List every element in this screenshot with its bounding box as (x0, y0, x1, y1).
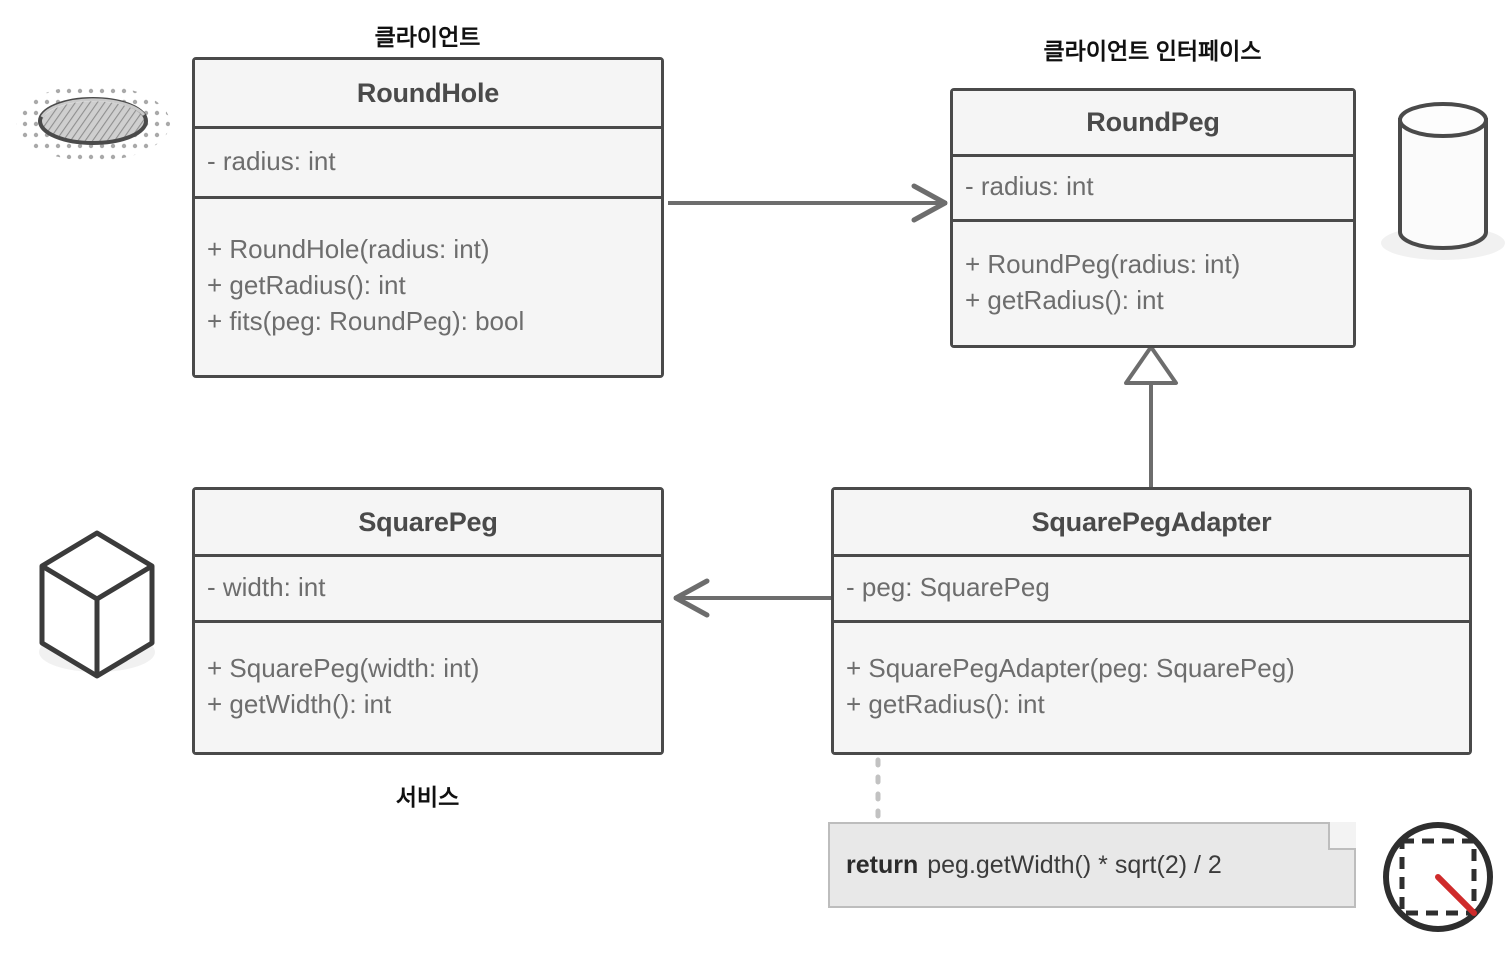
class-fields-squarepegadapter: - peg: SquarePeg (834, 557, 1469, 620)
class-fields-roundpeg: - radius: int (953, 157, 1353, 219)
method-item: + fits(peg: RoundPeg): bool (207, 305, 525, 336)
field-item: - width: int (207, 571, 326, 602)
class-methods-roundhole: + RoundHole(radius: int) + getRadius(): … (195, 199, 661, 375)
method-item: + RoundPeg(radius: int) (965, 248, 1241, 279)
note-keyword: return (846, 850, 919, 879)
method-item: + getWidth(): int (207, 688, 392, 719)
circle-inscribed-square-icon (1383, 822, 1493, 932)
field-item: - peg: SquarePeg (846, 571, 1050, 602)
class-box-squarepeg[interactable]: SquarePeg - width: int + SquarePeg(width… (192, 487, 664, 755)
caption-service: 서비스 (395, 784, 460, 810)
class-title-squarepeg: SquarePeg (195, 490, 661, 554)
edge-roundhole-to-roundpeg (668, 183, 948, 223)
class-methods-squarepegadapter: + SquarePegAdapter(peg: SquarePeg) + get… (834, 623, 1469, 752)
cube-icon (39, 530, 155, 679)
caption-client-interface: 클라이언트 인터페이스 (1043, 38, 1262, 64)
class-title-roundhole: RoundHole (195, 60, 661, 126)
class-box-roundpeg[interactable]: RoundPeg - radius: int + RoundPeg(radius… (950, 88, 1356, 348)
cylinder-icon (1381, 102, 1505, 260)
field-item: - radius: int (207, 145, 336, 176)
method-item: + getRadius(): int (207, 270, 406, 301)
class-title-roundpeg: RoundPeg (953, 91, 1353, 154)
class-fields-squarepeg: - width: int (195, 557, 661, 620)
class-box-squarepegadapter[interactable]: SquarePegAdapter - peg: SquarePeg + Squa… (831, 487, 1472, 755)
caption-client: 클라이언트 (374, 24, 481, 50)
method-item: + getRadius(): int (965, 284, 1164, 315)
note-expression: peg.getWidth() * sqrt(2) / 2 (927, 850, 1222, 879)
method-item: + getRadius(): int (846, 688, 1045, 719)
method-item: + SquarePeg(width: int) (207, 652, 480, 683)
method-item: + SquarePegAdapter(peg: SquarePeg) (846, 652, 1295, 683)
field-item: - radius: int (965, 171, 1094, 202)
note-fold-corner-icon (1328, 822, 1356, 850)
class-methods-squarepeg: + SquarePeg(width: int) + getWidth(): in… (195, 623, 661, 752)
class-box-roundhole[interactable]: RoundHole - radius: int + RoundHole(radi… (192, 57, 664, 378)
note-box[interactable]: return peg.getWidth() * sqrt(2) / 2 (828, 822, 1356, 908)
class-title-squarepegadapter: SquarePegAdapter (834, 490, 1469, 554)
edge-adapter-to-roundpeg-inheritance (1124, 345, 1178, 488)
class-fields-roundhole: - radius: int (195, 129, 661, 196)
class-methods-roundpeg: + RoundPeg(radius: int) + getRadius(): i… (953, 222, 1353, 345)
round-hole-icon (16, 85, 170, 161)
edge-adapter-to-squarepeg (673, 578, 831, 618)
method-item: + RoundHole(radius: int) (207, 234, 490, 265)
